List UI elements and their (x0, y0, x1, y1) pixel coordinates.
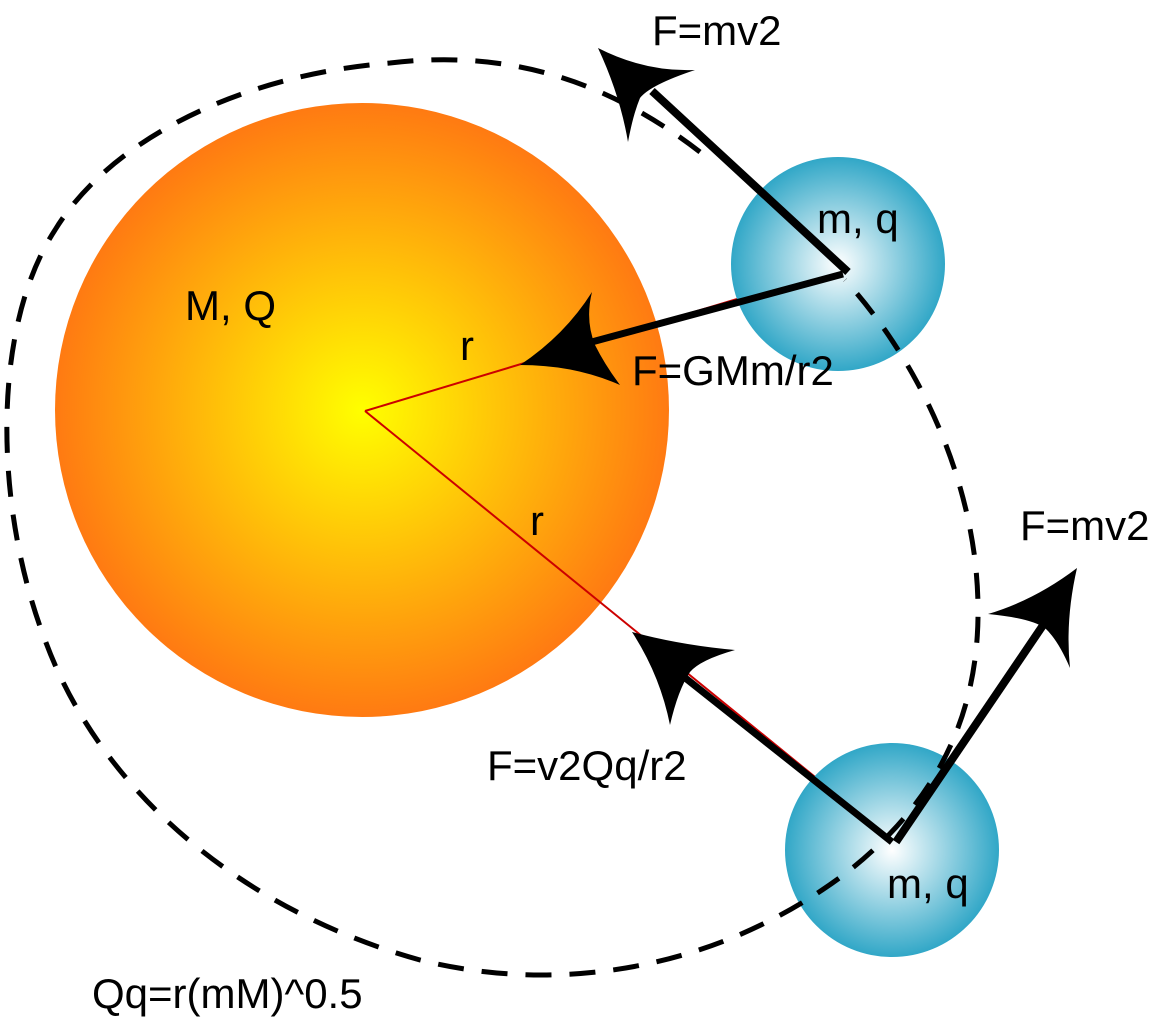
radius-bottom-label: r (530, 497, 544, 544)
particle-bottom (785, 743, 999, 957)
particle-bottom-label: m, q (887, 860, 969, 907)
force-gravity-label: F=GMm/r2 (632, 347, 834, 394)
orbit-path (4, 57, 981, 978)
arrowhead-electric (632, 632, 735, 725)
force-centripetal-top-label: F=mv2 (652, 7, 782, 54)
arrowhead-gravity (520, 292, 620, 385)
central-body (55, 103, 669, 717)
central-body-label: M, Q (185, 282, 276, 329)
vector-centripetal-top-shaft (649, 88, 851, 275)
relation-label: Qq=r(mM)^0.5 (92, 970, 363, 1017)
force-centripetal-bottom-label: F=mv2 (1020, 502, 1150, 549)
vector-electric-shaft (647, 647, 895, 845)
arrowhead-centripetal-top (598, 48, 695, 142)
force-electric-label: F=v2Qq/r2 (487, 742, 687, 789)
vector-centripetal-bottom-shaft (892, 609, 1056, 845)
particle-top-label: m, q (817, 195, 899, 242)
arrowhead-centripetal-bottom (988, 568, 1077, 668)
radius-top-label: r (460, 322, 474, 369)
